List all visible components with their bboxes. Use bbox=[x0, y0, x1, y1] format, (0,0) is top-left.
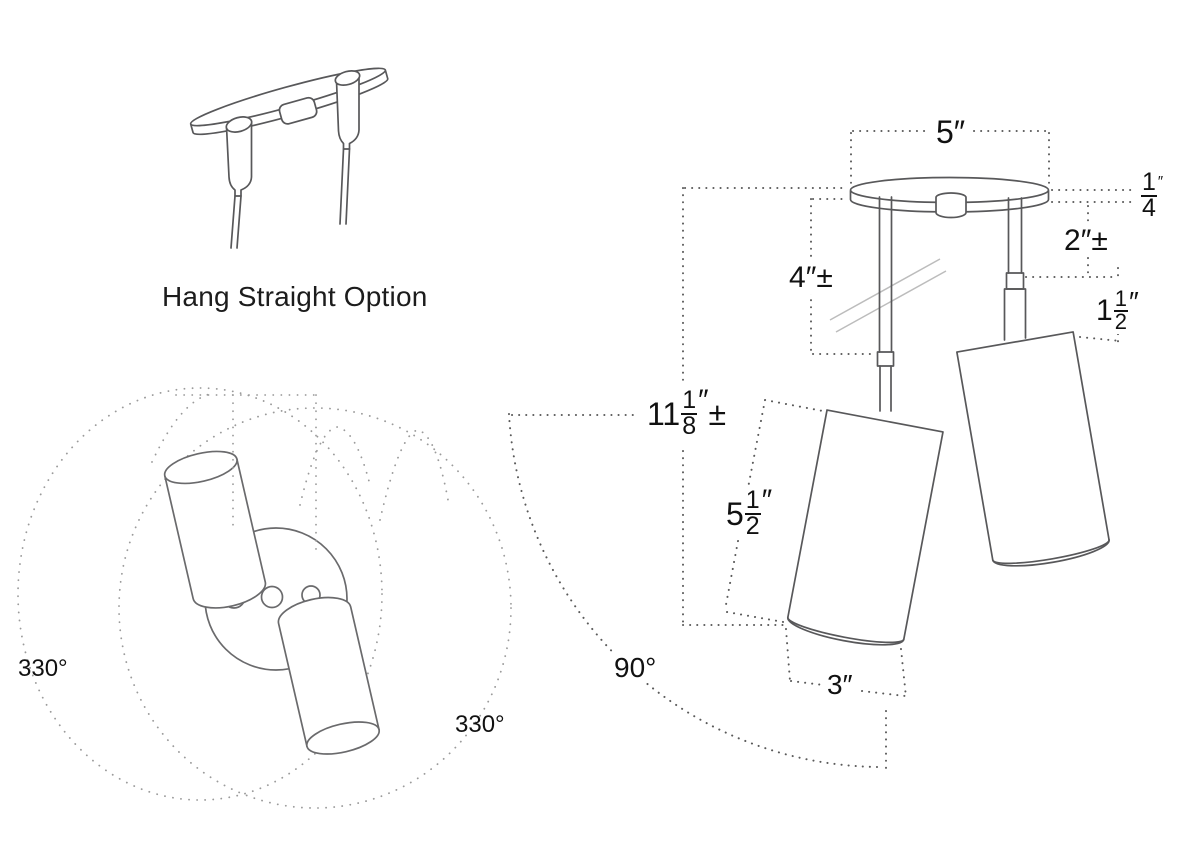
swing-arc-2 bbox=[299, 426, 371, 506]
dim-swivel-range: 90° bbox=[612, 652, 659, 683]
dim-socket: 1 1 2 ″ bbox=[1094, 286, 1141, 334]
left-swivel bbox=[225, 116, 253, 249]
dim-lines-right-stem bbox=[1025, 205, 1113, 278]
dim-left-stem: 4″± bbox=[787, 261, 835, 294]
dim-canopy-thickness: 1 4 ″ bbox=[1138, 170, 1166, 222]
left-lamp-head bbox=[786, 409, 944, 646]
dim-overall-height: 11 1 8 ″± bbox=[645, 384, 729, 440]
dim-right-stem: 2″± bbox=[1062, 224, 1110, 257]
rotation-angle-right: 330° bbox=[455, 711, 505, 738]
dim-lines-canopy-width bbox=[850, 130, 1050, 187]
dim-head-length: 5 1 2 ″ bbox=[724, 484, 775, 540]
swing-arc-3 bbox=[379, 429, 449, 521]
right-lamp-head bbox=[956, 331, 1110, 567]
dim-lines-canopy-thickness bbox=[1051, 189, 1137, 203]
canopy-knob bbox=[278, 96, 318, 125]
right-stem-rod bbox=[1003, 197, 1027, 341]
right-swivel bbox=[334, 70, 361, 225]
hang-straight-caption: Hang Straight Option bbox=[162, 281, 428, 312]
left-rod bbox=[230, 195, 242, 249]
dim-canopy-width: 5″ bbox=[934, 114, 968, 150]
swing-arc-1 bbox=[151, 393, 211, 463]
center-hole bbox=[260, 585, 284, 609]
hang-straight-drawing bbox=[189, 67, 389, 249]
dim-lines-head-diameter bbox=[785, 628, 907, 775]
right-rod bbox=[339, 148, 351, 225]
rotation-diagram bbox=[17, 387, 512, 809]
main-dimension-drawing bbox=[508, 130, 1137, 775]
rotation-circle-right bbox=[118, 407, 512, 809]
dim-lines-socket bbox=[1079, 267, 1121, 349]
canopy-knob bbox=[935, 192, 967, 219]
left-stem-rod bbox=[876, 196, 895, 412]
rotation-angle-left: 330° bbox=[18, 655, 68, 682]
rod-break-marks bbox=[829, 258, 947, 333]
tilted-canopy bbox=[189, 67, 389, 136]
upper-lamp-head bbox=[163, 450, 267, 609]
lower-lamp-head bbox=[277, 596, 381, 755]
canopy bbox=[849, 176, 1050, 219]
rotation-circle-left bbox=[17, 387, 383, 801]
dim-head-diameter: 3″ bbox=[825, 669, 855, 700]
